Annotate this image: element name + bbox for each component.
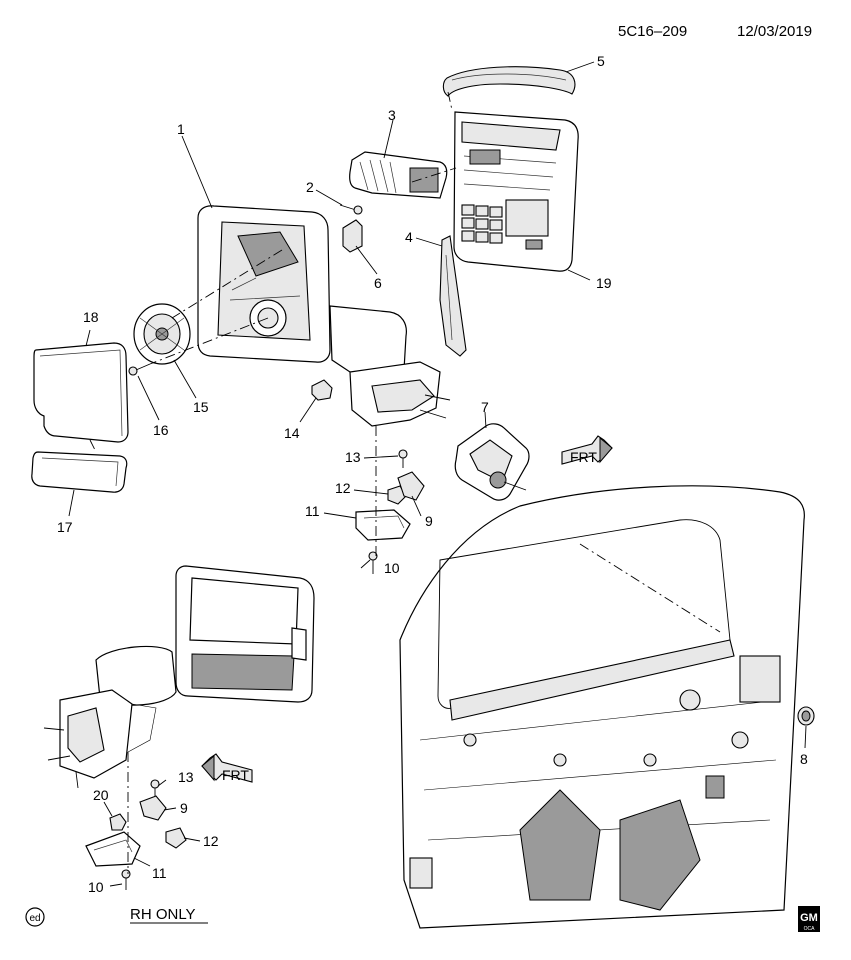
callout-9-upper: 9 xyxy=(425,513,433,529)
callout-11-lower: 11 xyxy=(152,865,167,881)
callout-16: 16 xyxy=(153,422,169,438)
callouts: 1 2 3 4 5 6 7 8 9 9 10 10 11 11 12 12 13… xyxy=(57,53,808,895)
callout-8: 8 xyxy=(800,751,808,767)
part-5-mirror-cap xyxy=(442,66,576,97)
part-11-base-plate-upper xyxy=(355,509,411,541)
callout-20: 20 xyxy=(93,787,109,803)
callout-12-upper: 12 xyxy=(335,480,351,496)
callout-19: 19 xyxy=(596,275,612,291)
mirror-arm-upper xyxy=(329,305,451,427)
part-2-screw xyxy=(339,204,363,215)
front-label-lower: FRT xyxy=(222,767,249,783)
part-14-clip xyxy=(311,379,333,401)
part-1-mirror-face-housing xyxy=(197,205,331,363)
callout-18: 18 xyxy=(83,309,99,325)
part-6-actuator xyxy=(342,219,363,253)
callout-5: 5 xyxy=(597,53,605,69)
callout-17: 17 xyxy=(57,519,73,535)
ed-mark-text: ed xyxy=(29,913,40,924)
part-9-bracket-upper xyxy=(397,471,425,501)
part-15-glass-actuator xyxy=(133,303,191,365)
callout-3: 3 xyxy=(388,107,396,123)
diagram-code: 5C16–209 xyxy=(618,23,687,40)
callout-1: 1 xyxy=(177,121,185,137)
part-13-screw-upper xyxy=(398,449,408,468)
rh-only-label: RH ONLY xyxy=(130,906,196,923)
leader-lines xyxy=(68,61,807,887)
part-16-screw xyxy=(128,363,151,376)
part-20-bushing xyxy=(109,813,127,831)
callout-14: 14 xyxy=(284,425,300,441)
part-4-side-trim xyxy=(439,235,467,357)
callout-12-lower: 12 xyxy=(203,833,219,849)
part-9-bracket-lower xyxy=(139,795,167,821)
part-18-mirror-glass xyxy=(33,342,129,443)
part-7-base-gasket xyxy=(454,423,530,501)
front-direction-arrow-upper: FRT xyxy=(561,435,613,465)
ed-mark: ed xyxy=(25,907,45,927)
part-19-mirror-housing xyxy=(453,111,579,272)
callout-13-upper: 13 xyxy=(345,449,361,465)
front-direction-arrow-lower: FRT xyxy=(201,753,253,783)
callout-4: 4 xyxy=(405,229,413,245)
front-label-upper: FRT xyxy=(570,449,597,465)
housing-switch-panel xyxy=(461,204,503,244)
diagram-date: 12/03/2019 xyxy=(737,23,812,40)
part-13-screw-lower xyxy=(150,779,160,798)
callout-6: 6 xyxy=(374,275,382,291)
callout-10-lower: 10 xyxy=(88,879,104,895)
callout-7: 7 xyxy=(481,399,489,415)
callout-11-upper: 11 xyxy=(305,503,320,519)
callout-15: 15 xyxy=(193,399,209,415)
part-8-plug xyxy=(797,706,815,726)
gm-logo-subtext: OCA xyxy=(804,926,816,932)
part-17-spotter-glass xyxy=(31,451,128,493)
callout-2: 2 xyxy=(306,179,314,195)
part-10-bolt-lower xyxy=(121,869,131,890)
part-12-nut-lower xyxy=(165,827,187,849)
part-12-nut-upper xyxy=(387,485,407,505)
callout-9-lower: 9 xyxy=(180,800,188,816)
assembled-mirror-rh xyxy=(43,565,315,789)
callout-13-lower: 13 xyxy=(178,769,194,785)
part-10-bolt-upper xyxy=(368,551,378,574)
gm-logo: GM OCA xyxy=(798,906,820,932)
callout-10-upper: 10 xyxy=(384,560,400,576)
gm-logo-text: GM xyxy=(800,912,818,924)
part-3-lamp-assembly xyxy=(349,151,448,199)
door-inner-panel xyxy=(399,485,805,929)
part-11-base-plate-lower xyxy=(85,831,141,867)
